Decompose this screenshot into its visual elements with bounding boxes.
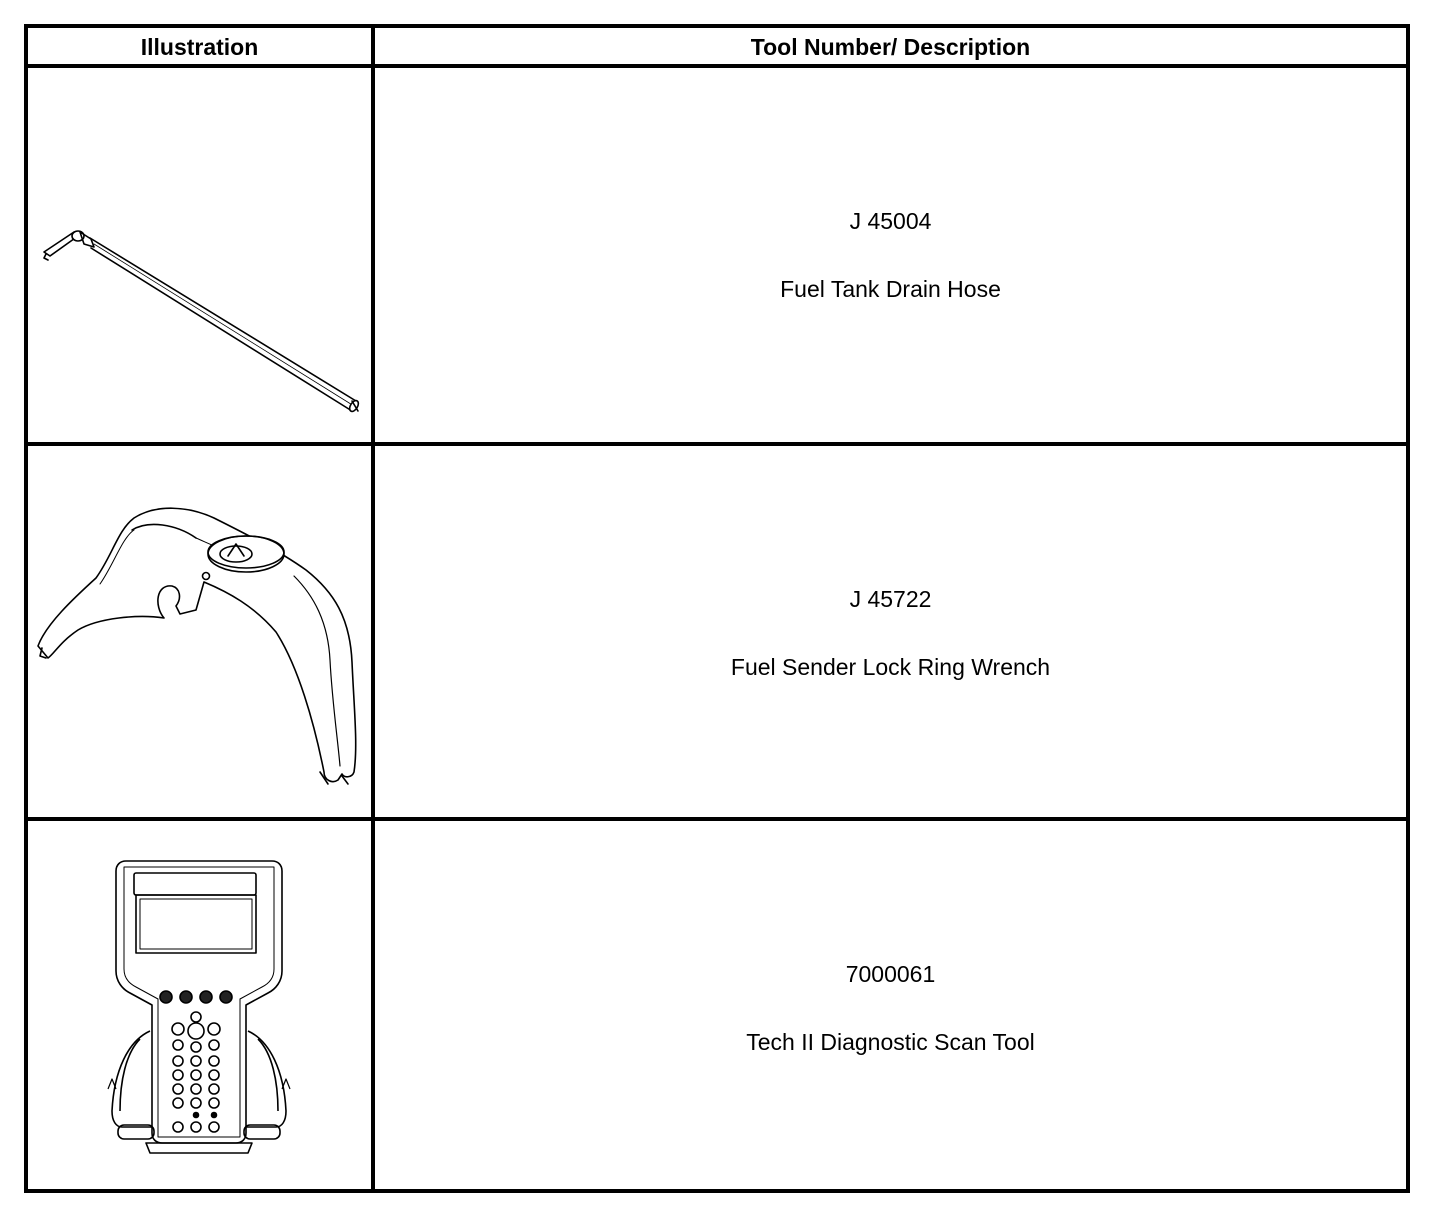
tool-description: Fuel Sender Lock Ring Wrench xyxy=(730,654,1051,680)
table-header-row: Illustration Tool Number/ Description xyxy=(28,28,1406,68)
illustration-cell xyxy=(28,446,371,817)
row-divider xyxy=(28,817,1406,821)
table-row: J 45722 Fuel Sender Lock Ring Wrench xyxy=(28,446,1406,817)
column-divider xyxy=(371,28,375,1189)
description-cell: 7000061 Tech II Diagnostic Scan Tool xyxy=(375,821,1406,1189)
tool-number: J 45722 xyxy=(849,586,932,612)
header-tool-number-description: Tool Number/ Description xyxy=(750,34,1031,60)
header-illustration: Illustration xyxy=(140,34,259,60)
tech-ii-scan-tool-icon xyxy=(107,860,291,1154)
table-row: J 45004 Fuel Tank Drain Hose xyxy=(28,68,1406,442)
table-row: 7000061 Tech II Diagnostic Scan Tool xyxy=(28,821,1406,1189)
description-cell: J 45004 Fuel Tank Drain Hose xyxy=(375,68,1406,442)
fuel-sender-lock-ring-wrench-icon xyxy=(37,507,357,785)
tool-number: J 45004 xyxy=(849,208,932,234)
tool-description: Fuel Tank Drain Hose xyxy=(780,276,1001,302)
tool-description: Tech II Diagnostic Scan Tool xyxy=(746,1029,1035,1055)
illustration-cell xyxy=(28,68,371,442)
fuel-tank-drain-hose-icon xyxy=(43,230,360,413)
description-cell: J 45722 Fuel Sender Lock Ring Wrench xyxy=(375,446,1406,817)
tool-number: 7000061 xyxy=(845,961,936,987)
special-tools-table: Illustration Tool Number/ Description xyxy=(24,24,1410,1193)
illustration-cell xyxy=(28,821,371,1189)
row-divider xyxy=(28,442,1406,446)
